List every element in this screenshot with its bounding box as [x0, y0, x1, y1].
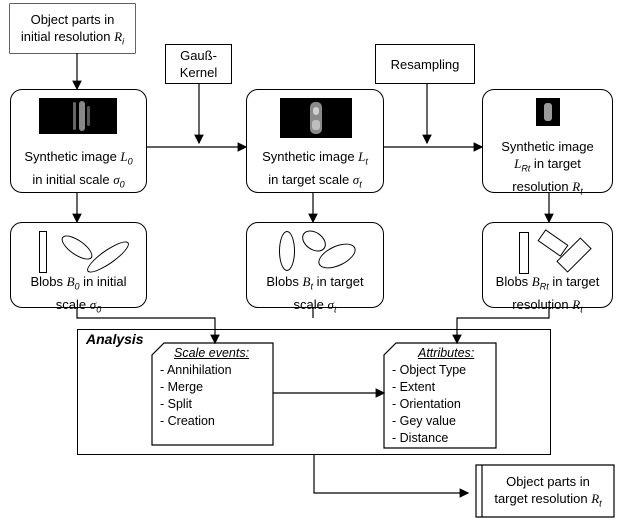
attributes-list: Attributes: - Object Type - Extent - Ori… [392, 345, 474, 447]
synth2-line2: in target scale σt [268, 171, 362, 190]
output-box: Object parts in target resolution Rt [482, 466, 614, 516]
output-line1: Object parts in [506, 474, 590, 489]
input-line1: Object parts in [30, 12, 115, 27]
synth3-line1: Synthetic image [501, 139, 594, 154]
synth3-line2: resolution Rt [512, 178, 583, 197]
output-line2: target resolution Rt [494, 491, 602, 509]
list-item: - Annihilation [160, 363, 232, 377]
blob-rect-icon [519, 232, 529, 274]
blobs-initial-box: Blobs B0 in initial scale σ0 [10, 222, 147, 314]
gauss-line1: Gauß- [180, 48, 217, 63]
blobs-resolution-box: Blobs BRt in target resolution Rt [482, 222, 613, 314]
synthetic-image-resolution-thumb [536, 98, 560, 126]
synth3-line2a: LRt in target [514, 156, 581, 174]
blobs2-line1: Blobs Bt in target [266, 274, 364, 292]
analysis-title: Analysis [86, 331, 144, 347]
blobs1-line1: Blobs B0 in initial [30, 274, 127, 292]
resampling-label: Resampling [390, 57, 460, 72]
gauss-kernel-box: Gauß- Kernel [165, 44, 232, 84]
output-box-frame [475, 464, 615, 518]
synth1-line2: in initial scale σ0 [32, 171, 125, 190]
resampling-box: Resampling [375, 44, 475, 84]
list-item: - Split [160, 397, 192, 411]
scale-events-frame [151, 342, 274, 446]
synthetic-image-target-box: Synthetic image Lt in target scale σt [246, 89, 384, 193]
scale-events-heading: Scale events: [174, 346, 250, 360]
blobs3-line2: resolution Rt [512, 296, 583, 315]
list-item: - Extent [392, 380, 436, 394]
list-item: - Object Type [392, 363, 467, 377]
attributes-frame [383, 342, 497, 449]
synthetic-image-initial-thumb [39, 98, 117, 134]
blob-rect-icon [39, 231, 47, 273]
list-item: - Orientation [392, 397, 461, 411]
blobs-target-box: Blobs Bt in target scale σt [246, 222, 384, 314]
list-item: - Gey value [392, 414, 456, 428]
synthetic-image-target-thumb [280, 98, 352, 138]
list-item: - Creation [160, 414, 215, 428]
arrow-blobs3-to-attributes [452, 308, 550, 345]
synth1-line1: Synthetic image L0 [24, 149, 133, 167]
synthetic-image-resolution-box: Synthetic image LRt in target resolution… [482, 89, 613, 196]
arrow-blobs1-to-scale-events [76, 308, 220, 345]
list-item: - Merge [160, 380, 204, 394]
blob-ellipse-icon [279, 231, 295, 271]
blobs2-line2: scale σt [293, 296, 337, 315]
synth2-line1: Synthetic image Lt [262, 149, 368, 167]
blobs1-line2: scale σ0 [55, 296, 102, 315]
arrow-analysis-to-output [313, 455, 470, 498]
input-line2: initial resolution Ri [20, 29, 125, 47]
scale-events-list: Scale events: - Annihilation - Merge - S… [160, 345, 249, 430]
analysis-panel: Analysis [77, 329, 551, 455]
blob-ellipse-icon [57, 231, 97, 264]
gauss-line2: Kernel [179, 65, 218, 80]
blobs3-line1: Blobs BRt in target [495, 274, 600, 292]
attributes-heading: Attributes: [418, 346, 475, 360]
input-box: Object parts in initial resolution Ri [10, 4, 135, 53]
list-item: - Distance [392, 431, 449, 445]
synthetic-image-initial-box: Synthetic image L0 in initial scale σ0 [10, 89, 147, 193]
